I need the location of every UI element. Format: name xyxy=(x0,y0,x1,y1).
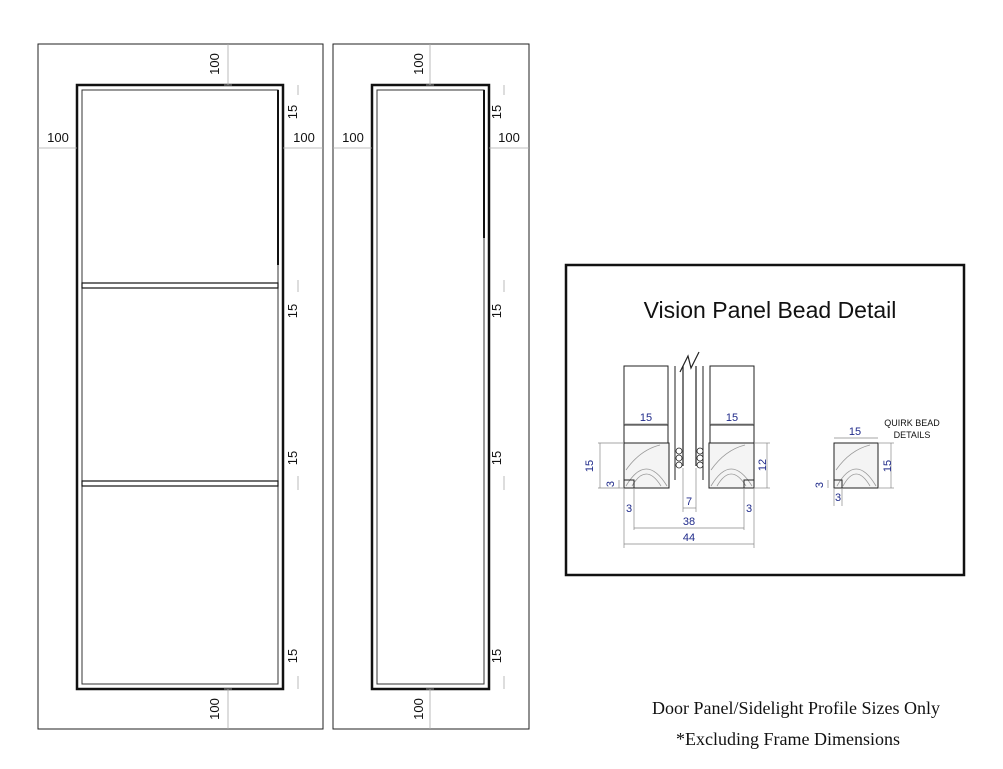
dim-bead-right-width: 15 xyxy=(726,412,738,424)
note-excluding-frame: *Excluding Frame Dimensions xyxy=(676,729,900,749)
door-panel-elevation: 100 100 100 15 15 15 15 100 xyxy=(37,43,324,730)
quirk-dim-height: 15 xyxy=(882,460,894,472)
bead-dimension-leaders xyxy=(598,423,770,548)
sidelight-dimension-leaders xyxy=(333,44,529,729)
dim-bead-height-right: 12 xyxy=(757,459,769,471)
door-glazing-outer-frame xyxy=(75,83,285,691)
sidelight-dim-right: 100 xyxy=(498,130,520,145)
sidelight-dim-top: 100 xyxy=(411,53,426,75)
door-outer-outline xyxy=(37,43,324,730)
quirk-bead-block xyxy=(833,442,879,489)
glass-pane xyxy=(682,366,697,466)
door-mid-rail-lower xyxy=(81,480,279,487)
door-glazing-inner-frame xyxy=(81,89,279,685)
door-dim-rail-mid1: 15 xyxy=(285,304,300,318)
door-dim-rail-bottom: 15 xyxy=(285,649,300,663)
dim-gap-right: 3 xyxy=(746,503,752,515)
bead-right xyxy=(708,442,755,489)
sidelight-glazing-inner-frame xyxy=(376,89,485,685)
bead-detail-panel: Vision Panel Bead Detail xyxy=(564,263,966,577)
quirk-dim-vertical: 3 xyxy=(814,482,826,488)
quirk-dim-width: 15 xyxy=(849,426,861,438)
stile-left-upper xyxy=(623,365,669,444)
note-profile-sizes: Door Panel/Sidelight Profile Sizes Only xyxy=(652,698,940,718)
door-dim-right: 100 xyxy=(293,130,315,145)
quirk-dim-horizontal: 3 xyxy=(835,492,841,504)
door-dim-left: 100 xyxy=(47,130,69,145)
bead-section-drawing: 15 15 15 12 3 3 7 3 38 44 xyxy=(584,351,770,548)
sidelight-dim-rail-mid2: 15 xyxy=(489,451,504,465)
door-dimension-leaders xyxy=(38,44,323,729)
sidelight-glazing-outer-frame xyxy=(370,83,491,691)
dim-quirk-left: 3 xyxy=(605,481,617,487)
sidelight-dim-rail-top: 15 xyxy=(489,105,504,119)
glazing-seal xyxy=(675,447,704,469)
stile-right-upper xyxy=(709,365,755,444)
dim-inner: 38 xyxy=(683,516,695,528)
dim-bead-height-left: 15 xyxy=(584,460,596,472)
dim-bead-left-width: 15 xyxy=(640,412,652,424)
quirk-label-line1: QUIRK BEAD xyxy=(884,418,940,428)
sidelight-dim-rail-mid1: 15 xyxy=(489,304,504,318)
sidelight-dim-rail-bottom: 15 xyxy=(489,649,504,663)
bead-left xyxy=(623,442,670,489)
bead-detail-title: Vision Panel Bead Detail xyxy=(644,297,897,323)
door-dim-rail-mid2: 15 xyxy=(285,451,300,465)
quirk-bead-drawing: QUIRK BEAD DETAILS 15 15 3 3 xyxy=(814,418,940,506)
door-dim-top: 100 xyxy=(207,53,222,75)
dim-overall: 44 xyxy=(683,532,695,544)
door-dim-bottom: 100 xyxy=(207,698,222,720)
dim-glass: 7 xyxy=(686,496,692,508)
sidelight-outer-outline xyxy=(332,43,530,730)
glass-break-mark xyxy=(679,351,700,373)
sidelight-dim-bottom: 100 xyxy=(411,698,426,720)
dim-gap-left: 3 xyxy=(626,503,632,515)
sidelight-dim-left: 100 xyxy=(342,130,364,145)
quirk-label-line2: DETAILS xyxy=(894,430,931,440)
sidelight-elevation: 100 100 100 15 15 15 15 100 xyxy=(332,43,530,730)
door-dim-rail-top: 15 xyxy=(285,105,300,119)
door-mid-rail-upper xyxy=(81,282,279,289)
